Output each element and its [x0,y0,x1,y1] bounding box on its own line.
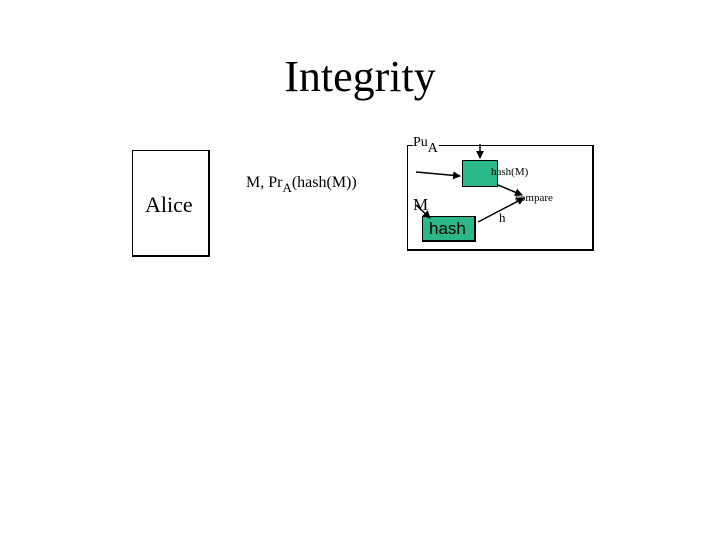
public-key-subscript: A [427,141,438,156]
message-label: M, PrA(hash(M)) [246,174,357,197]
message-label-subscript: A [282,180,292,195]
alice-label: Alice [145,192,193,217]
page-title: Integrity [284,52,436,101]
message-label-prefix: M, Pr [246,174,283,191]
receiver-box [407,145,594,251]
hash-box: hash [422,216,476,242]
decrypt-box [462,160,498,187]
compare-label: compare [515,192,553,204]
h-label: h [499,210,506,225]
message-label-suffix: (hash(M)) [291,174,357,191]
m-label: M [413,195,429,214]
public-key-base: Pu [413,135,428,150]
public-key-label: PuA [413,135,439,157]
alice-box [132,150,210,257]
hash-m-label: hash(M) [491,166,529,178]
